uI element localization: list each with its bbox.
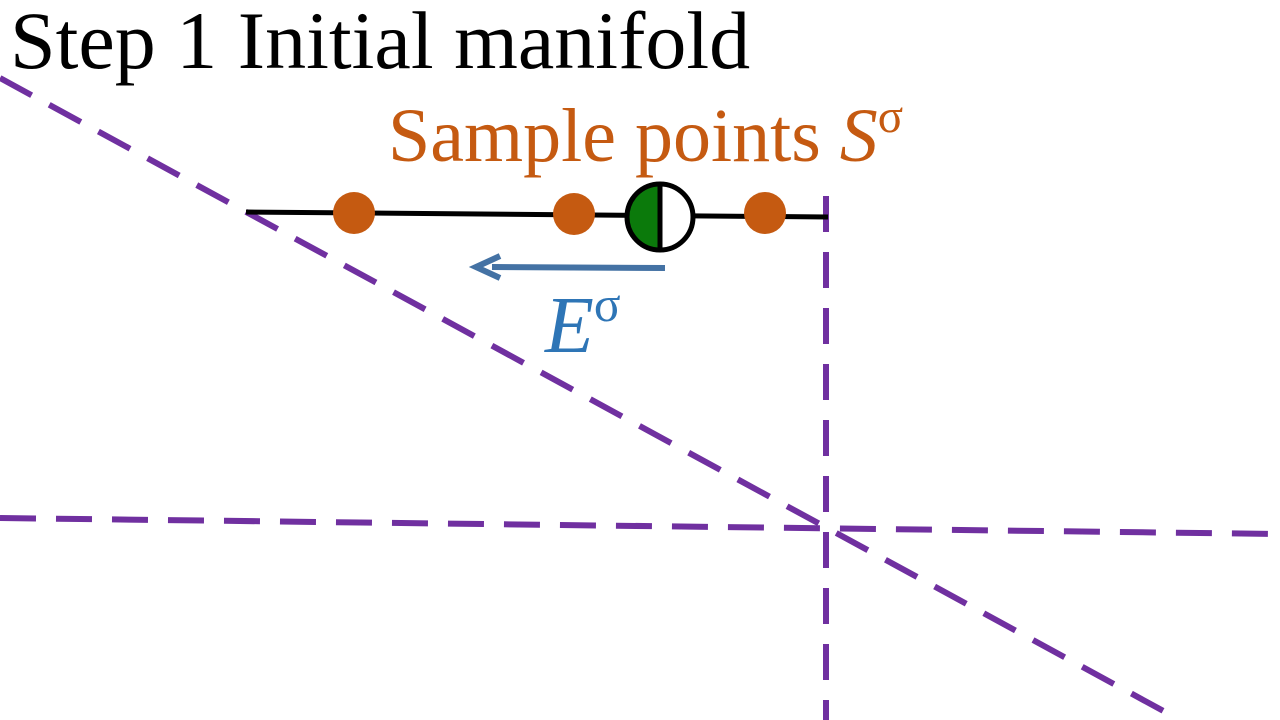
sample-points-text: Sample points xyxy=(388,94,840,179)
arrow-left-icon xyxy=(468,253,666,281)
e-symbol: E xyxy=(545,281,594,370)
horizontal-dashed-line xyxy=(0,515,1280,537)
sample-point xyxy=(333,192,375,234)
sample-point xyxy=(744,192,786,234)
e-superscript: σ xyxy=(593,277,621,332)
sample-point xyxy=(553,193,595,235)
sample-points-superscript: σ xyxy=(877,91,904,143)
page-title: Step 1 Initial manifold xyxy=(10,0,751,86)
e-sigma-label: Eσ xyxy=(545,276,621,372)
sample-points-symbol: S xyxy=(839,94,878,179)
saddle-point-marker xyxy=(624,181,696,253)
sample-points-label: Sample points Sσ xyxy=(388,90,903,181)
